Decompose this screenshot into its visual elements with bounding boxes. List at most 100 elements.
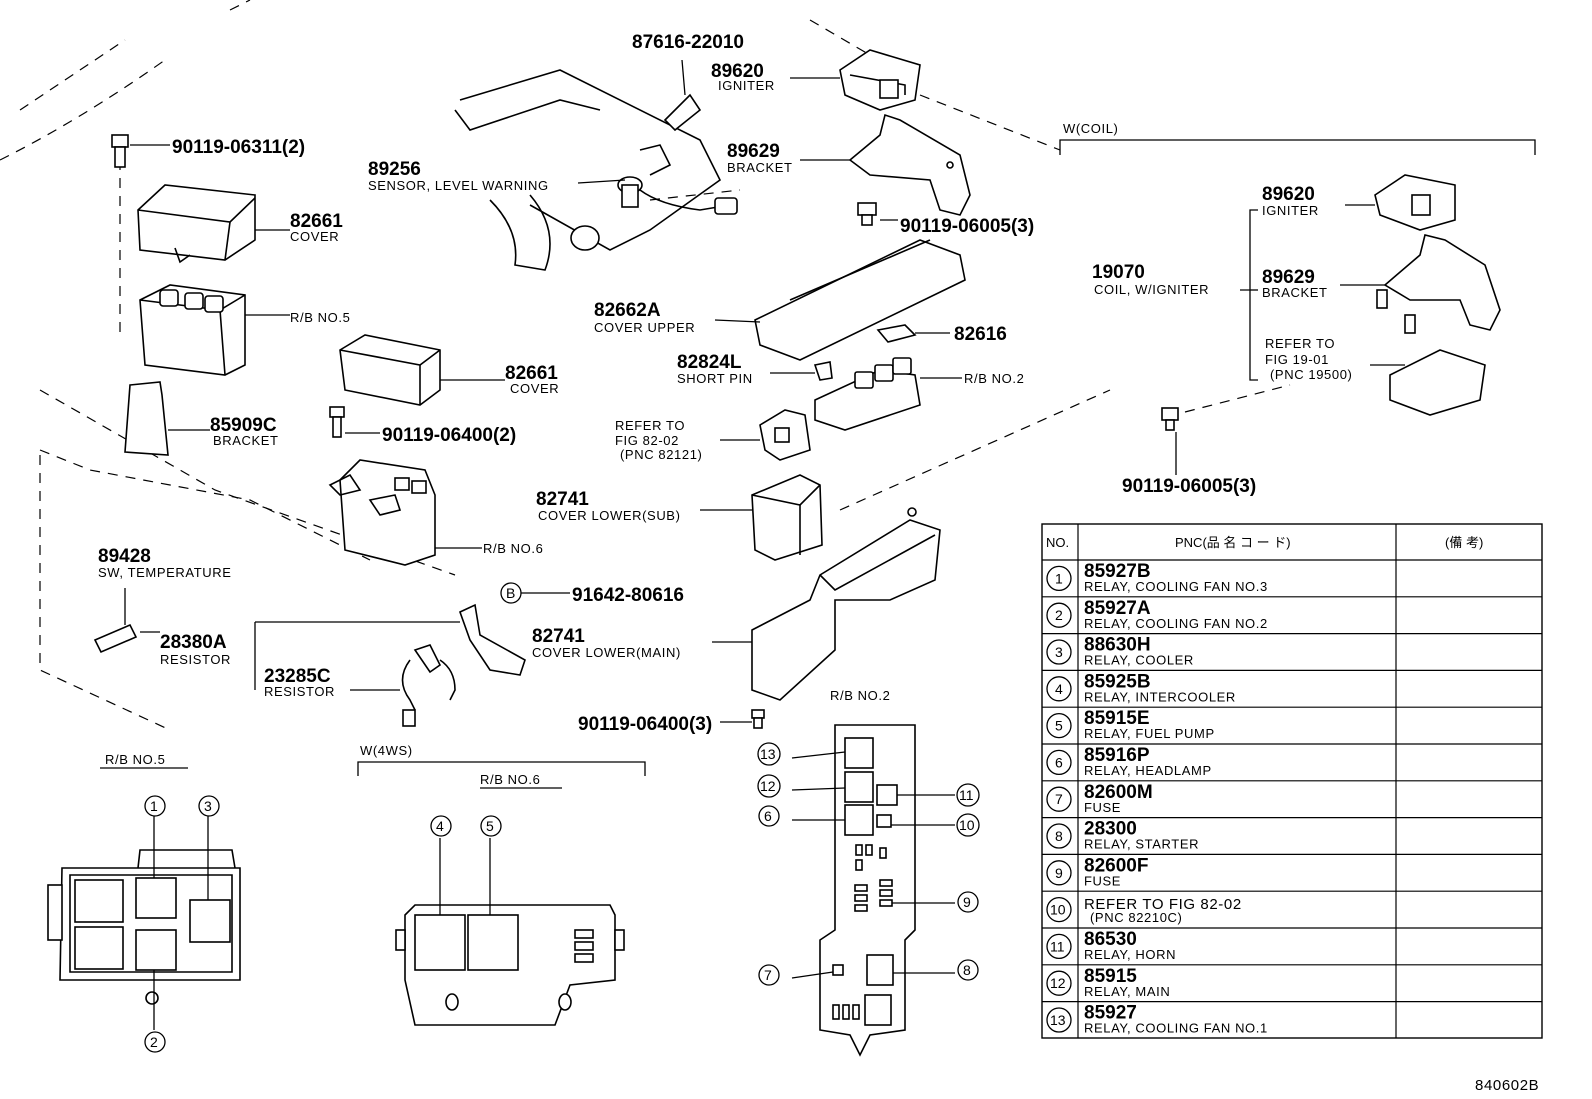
row-number-circle <box>1046 786 1072 812</box>
callout-11: 11 <box>956 783 980 807</box>
row-number: 4 <box>1055 681 1063 697</box>
row-pnc: 85915 <box>1084 966 1137 987</box>
svg-text:4: 4 <box>436 818 444 834</box>
label-82661-middle: 82661 <box>505 363 558 384</box>
wcoil-bracket <box>1059 139 1536 155</box>
label-90119-06400-3: 90119-06400(3) <box>578 714 712 735</box>
row-name: RELAY, COOLING FAN NO.1 <box>1084 1021 1268 1036</box>
row-pnc: 86530 <box>1084 929 1137 950</box>
svg-text:7: 7 <box>764 967 772 983</box>
label-rb5: R/B NO.5 <box>290 310 350 325</box>
label-82662a: 82662A <box>594 300 661 321</box>
short-pin-82824l <box>770 361 833 381</box>
svg-text:11: 11 <box>959 787 974 803</box>
label-89620-right: 89620 <box>1262 184 1315 205</box>
label-bracket-85909c: BRACKET <box>213 433 279 448</box>
label-sensor-level: SENSOR, LEVEL WARNING <box>368 178 549 193</box>
label-90119-06311: 90119-06311(2) <box>172 137 305 158</box>
label-91642: 91642-80616 <box>572 585 684 606</box>
leader-89256 <box>577 179 626 184</box>
bracket-85909c <box>124 381 210 456</box>
label-igniter-top: IGNITER <box>718 78 775 93</box>
label-refer2-l3: (PNC 19500) <box>1270 367 1352 382</box>
row-pnc: 85915E <box>1084 708 1150 729</box>
row-number: 9 <box>1055 865 1063 881</box>
callout-13: 13 <box>757 742 781 766</box>
row-number-circle <box>1046 676 1072 702</box>
row-number-circle <box>1046 896 1072 923</box>
row-number: 10 <box>1050 902 1066 918</box>
row-number-circle <box>1046 712 1072 739</box>
row-name: RELAY, STARTER <box>1084 837 1199 852</box>
row-pnc: 82600F <box>1084 855 1148 876</box>
label-detail-rb2: R/B NO.2 <box>830 688 890 703</box>
igniter-top <box>790 49 921 111</box>
row-name: RELAY, COOLING FAN NO.2 <box>1084 616 1268 631</box>
cover-82661-middle <box>339 334 505 406</box>
cover-lower-sub <box>700 474 823 561</box>
label-82741-sub: 82741 <box>536 489 589 510</box>
row-name: FUSE <box>1084 873 1121 888</box>
row-number: 12 <box>1050 975 1066 991</box>
label-82661-left: 82661 <box>290 211 343 232</box>
callout-10: 10 <box>956 813 980 837</box>
w4ws-bracket <box>357 761 646 776</box>
svg-text:5: 5 <box>486 818 494 834</box>
label-90119-06400-2: 90119-06400(2) <box>382 425 516 446</box>
svg-text:13: 13 <box>760 746 776 762</box>
label-b-mark: B <box>506 585 515 601</box>
row-number-circle <box>1046 970 1072 996</box>
bolt-90119-06005-left <box>857 202 898 226</box>
cover-upper-82662a <box>714 239 966 361</box>
label-refer2-l2: FIG 19-01 <box>1265 352 1329 367</box>
resistor-assembly <box>140 603 526 727</box>
label-19070: 19070 <box>1092 262 1145 283</box>
callout-3: 3 <box>198 795 220 817</box>
cover-lower-main <box>712 507 941 701</box>
clip-87616 <box>663 59 702 132</box>
svg-text:1: 1 <box>150 798 158 814</box>
body-outline <box>0 0 1111 731</box>
label-89428: 89428 <box>98 546 151 567</box>
label-short-pin: SHORT PIN <box>677 371 753 386</box>
label-cover-lower-main: COVER LOWER(MAIN) <box>532 645 681 660</box>
row-number: 3 <box>1055 644 1063 660</box>
row-name: RELAY, COOLING FAN NO.3 <box>1084 579 1268 594</box>
label-resistor-c: RESISTOR <box>264 684 335 699</box>
label-23285c: 23285C <box>264 666 331 687</box>
label-89256: 89256 <box>368 159 421 180</box>
document-id: 840602B <box>1475 1077 1539 1094</box>
label-28380a: 28380A <box>160 632 227 653</box>
label-detail-rb5: R/B NO.5 <box>105 752 165 767</box>
label-sw-temperature: SW, TEMPERATURE <box>98 565 231 580</box>
row-number: 13 <box>1050 1012 1066 1028</box>
label-resistor-a: RESISTOR <box>160 652 231 667</box>
label-refer1-l3: (PNC 82121) <box>620 447 702 462</box>
label-bracket-right: BRACKET <box>1262 285 1328 300</box>
row-number: 8 <box>1055 828 1063 844</box>
svg-text:6: 6 <box>764 808 772 824</box>
row-number-circle <box>1046 602 1072 628</box>
row-number: 11 <box>1050 938 1065 954</box>
row-pnc: 85927A <box>1084 598 1151 619</box>
row-name: RELAY, HEADLAMP <box>1084 763 1212 778</box>
row-number-circle <box>1046 565 1072 592</box>
label-rb6: R/B NO.6 <box>483 541 543 556</box>
row-pnc: 85927 <box>1084 1003 1137 1024</box>
row-name: (PNC 82210C) <box>1090 910 1182 925</box>
callout-5: 5 <box>480 815 502 837</box>
detail-rb6 <box>395 787 625 1026</box>
row-number-circle <box>1046 933 1072 960</box>
row-number: 6 <box>1055 754 1063 770</box>
label-cover-lower-sub: COVER LOWER(SUB) <box>538 508 681 523</box>
row-name: RELAY, HORN <box>1084 947 1176 962</box>
relay-block-2 <box>814 357 962 431</box>
svg-text:8: 8 <box>963 962 971 978</box>
